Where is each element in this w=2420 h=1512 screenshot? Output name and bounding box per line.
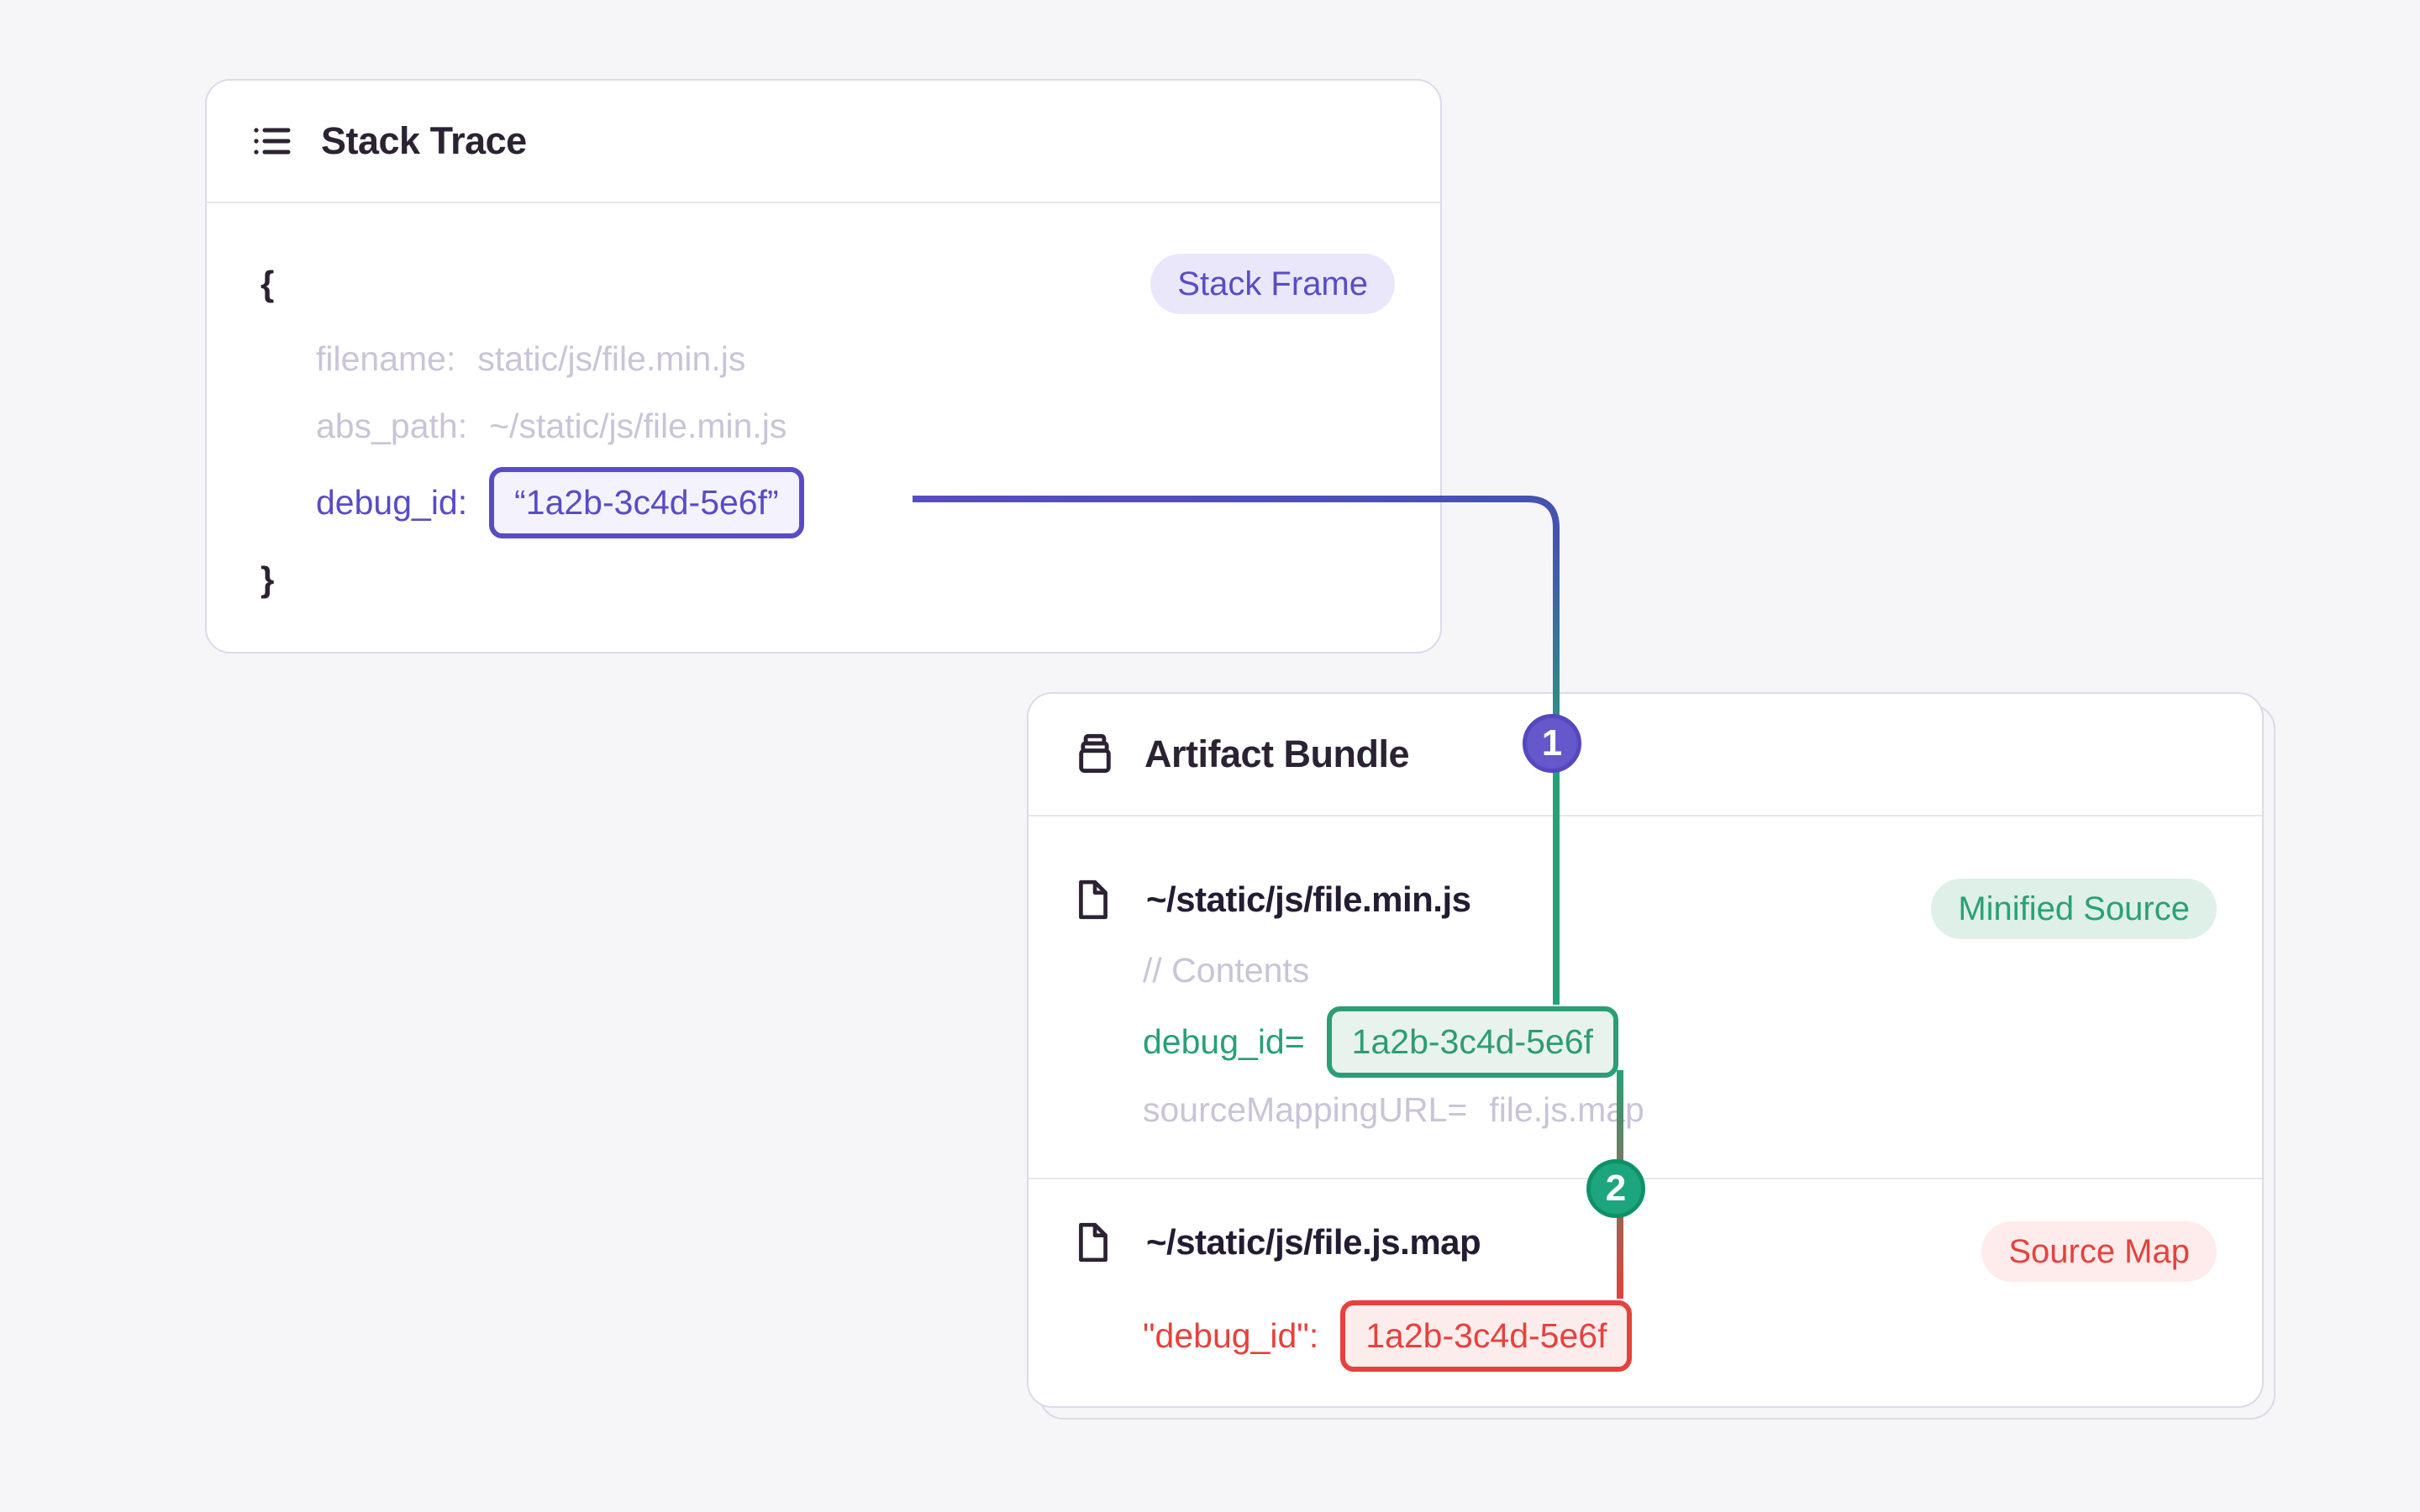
sourcemap-debug-key: "debug_id": [1143, 1316, 1319, 1356]
comment-text: // Contents [1143, 951, 1310, 990]
minified-source-badge: Minified Source [1931, 879, 2217, 939]
stack-trace-header: Stack Trace [207, 81, 1440, 203]
brace-close: } [260, 559, 275, 599]
stack-frame-badge: Stack Frame [1150, 254, 1395, 314]
source-map-badge: Source Map [1981, 1221, 2217, 1282]
list-icon [252, 121, 292, 161]
bundle-debug-key: debug_id= [1143, 1022, 1305, 1062]
sourcemapping-key: sourceMappingURL= [1143, 1090, 1468, 1129]
sourcemapping-line: sourceMappingURL= file.js.map [1143, 1090, 1644, 1130]
debug-id-key: debug_id: [316, 483, 468, 522]
section-divider [1028, 1178, 2262, 1179]
sourcemapping-value: file.js.map [1489, 1090, 1644, 1129]
filename-key: filename: [316, 339, 456, 378]
code-line-abs-path: abs_path: ~/static/js/file.min.js [316, 407, 786, 446]
code-line-debug-id: debug_id: “1a2b-3c4d-5e6f” [316, 467, 804, 539]
file-row-minified: ~/static/js/file.min.js [1074, 879, 1471, 921]
debug-id-box: “1a2b-3c4d-5e6f” [489, 467, 804, 539]
bundle-debug-line: debug_id= 1a2b-3c4d-5e6f [1143, 1006, 1618, 1079]
abs-path-value: ~/static/js/file.min.js [489, 407, 787, 445]
file-row-sourcemap: ~/static/js/file.js.map [1074, 1221, 1481, 1263]
artifact-bundle-header: Artifact Bundle [1028, 694, 2262, 816]
sourcemap-debug-box: 1a2b-3c4d-5e6f [1340, 1300, 1633, 1373]
abs-path-key: abs_path: [316, 407, 468, 445]
filename-value: static/js/file.min.js [477, 339, 746, 378]
marker-1: 1 [1523, 714, 1581, 773]
file-icon [1074, 1221, 1113, 1263]
marker-2: 2 [1586, 1159, 1645, 1218]
stack-trace-card: Stack Trace Stack Frame { filename: stat… [205, 79, 1442, 654]
bundle-debug-box: 1a2b-3c4d-5e6f [1326, 1006, 1618, 1079]
file-path: ~/static/js/file.js.map [1146, 1222, 1481, 1262]
sourcemap-debug-line: "debug_id": 1a2b-3c4d-5e6f [1143, 1300, 1633, 1373]
brace-open: { [260, 264, 275, 303]
stack-trace-title: Stack Trace [321, 119, 527, 162]
file-icon [1074, 879, 1113, 921]
artifact-bundle-title: Artifact Bundle [1144, 732, 1410, 775]
comment-line: // Contents [1143, 951, 1309, 990]
file-path: ~/static/js/file.min.js [1146, 879, 1471, 919]
artifact-bundle-card: Artifact Bundle ~/static/js/file.min.js … [1027, 692, 2264, 1408]
archive-icon [1074, 733, 1116, 775]
code-line-filename: filename: static/js/file.min.js [316, 339, 745, 379]
